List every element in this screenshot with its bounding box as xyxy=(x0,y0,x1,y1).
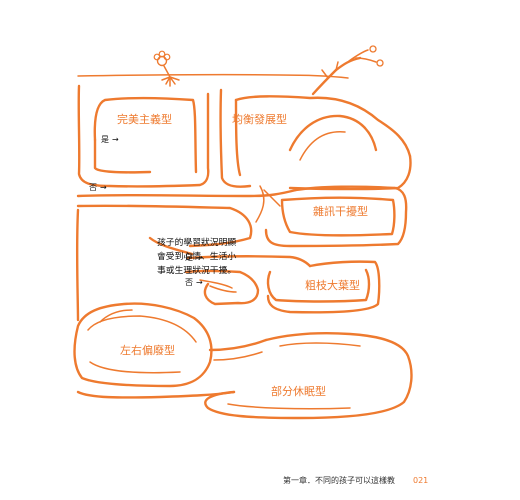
flower-icon xyxy=(153,50,180,87)
arrow-right-icon: → xyxy=(100,183,107,192)
room-partial-dormancy xyxy=(204,332,413,420)
room-balanced xyxy=(219,88,252,188)
no-label-1: 否→ xyxy=(89,183,107,192)
room-interference xyxy=(264,185,408,248)
page-footer: 第一章．不同的孩子可以這樣教 021 xyxy=(283,475,428,486)
question-text: 孩子的學習狀況明顯 會受到心情、生活小 事或生理狀況干擾。 xyxy=(157,238,237,276)
corridor-no-1 xyxy=(76,188,298,198)
label-perfectionist: 完美主義型 xyxy=(117,113,172,126)
label-lateral: 左右偏廢型 xyxy=(120,344,175,357)
label-balanced: 均衡發展型 xyxy=(232,113,287,126)
arrow-right-icon: → xyxy=(112,135,119,144)
room-lateral xyxy=(73,302,213,388)
yes-label-1: 是→ xyxy=(101,135,119,144)
branch-illustration xyxy=(311,45,384,96)
label-coarse: 粗枝大葉型 xyxy=(305,279,360,292)
arrow-right-icon: → xyxy=(196,278,203,287)
chapter-title: 第一章．不同的孩子可以這樣教 xyxy=(283,476,395,485)
label-interference: 雜訊干擾型 xyxy=(313,205,368,218)
label-partial-dormancy: 部分休眠型 xyxy=(271,385,326,398)
room-perfectionist xyxy=(77,84,210,188)
yes-label-2: 是→ xyxy=(185,253,203,262)
arrow-right-icon: → xyxy=(196,253,203,262)
corridor-yes-2 xyxy=(186,255,312,268)
room-coarse xyxy=(266,260,381,314)
no-label-2: 否→ xyxy=(185,278,203,287)
page-number: 021 xyxy=(413,476,429,485)
ground-line xyxy=(77,73,349,79)
